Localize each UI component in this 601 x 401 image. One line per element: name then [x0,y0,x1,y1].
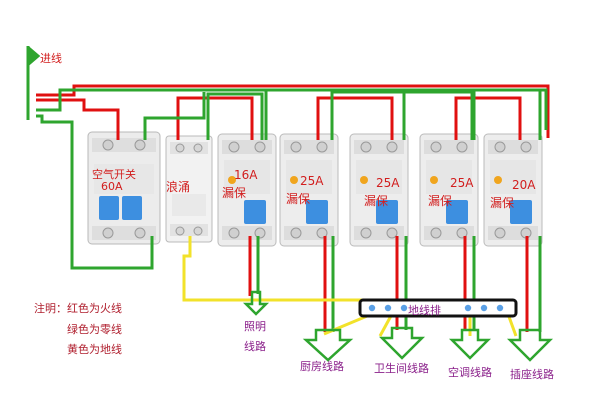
leakage-breaker-4 [419,133,479,247]
terminal-screw [360,227,372,239]
legend-yellow: 黄色为地线 [67,343,122,356]
kitchen-circuit-label: 厨房线路 [300,360,344,373]
terminal-screw [430,141,442,153]
breaker-part [306,200,328,224]
socket-circuit-label: 插座线路 [510,368,554,381]
breaker-rating: 16A [234,168,258,182]
legend-heading: 注明：红色为火线 [34,302,122,315]
breaker-part [510,200,532,224]
breaker-part [244,200,266,224]
breaker-rating: 25A [376,176,400,190]
breaker-rating: 25A [300,174,324,188]
terminal-screw [494,141,506,153]
breaker-type: 漏保 [286,192,311,206]
leakage-breaker-1 [217,133,277,247]
legend-green: 绿色为零线 [67,323,122,336]
lighting-circuit-line1: 照明 [244,320,266,333]
main-switch-name: 空气开关 [92,168,136,181]
kitchen-arrow-icon [302,328,354,362]
terminal-screw [360,176,368,184]
main-switch-rating: 60A [101,180,123,193]
breaker-part [446,200,468,224]
surge-protector-label: 浪涌 [166,180,191,194]
output-arrows [242,290,554,362]
terminal-screw [456,227,468,239]
breaker-rating: 20A [512,178,536,192]
breaker-type: 漏保 [364,194,389,208]
terminal-screw [494,176,502,184]
terminal-screw [430,227,442,239]
breaker-type: 漏保 [490,196,515,210]
lighting-arrow-icon [242,290,270,316]
bathroom-circuit-label: 卫生间线路 [374,362,429,375]
terminal-screw [520,141,532,153]
breaker-rating: 25A [450,176,474,190]
lighting-circuit-line2: 线路 [244,340,266,353]
input-arrow-icon [26,46,41,120]
terminal-screw [254,227,266,239]
ground-bar-label: 地线排 [408,304,441,317]
breaker-type: 漏保 [222,186,247,200]
aircon-arrow-icon [448,328,492,360]
leakage-breakers [217,133,543,247]
terminal-screw [316,141,328,153]
terminal-screw [290,176,298,184]
terminal-screw [228,227,240,239]
terminal-screw [430,176,438,184]
bathroom-arrow-icon [378,326,426,360]
terminal-screw [386,227,398,239]
aircon-circuit-label: 空调线路 [448,366,492,379]
socket-arrow-icon [506,328,554,362]
terminal-screw [456,141,468,153]
leakage-breaker-3 [349,133,409,247]
breaker-part [376,200,398,224]
leakage-breaker-5 [483,133,543,247]
surge-protector [165,135,213,243]
terminal-screw [228,176,236,184]
terminal-screw [290,141,302,153]
leakage-breaker-2 [279,133,339,247]
input-label: 进线 [40,52,62,65]
terminal-screw [494,227,506,239]
terminal-screw [386,141,398,153]
main-air-switch [87,131,161,245]
terminal-screw [360,141,372,153]
terminal-screw [290,227,302,239]
terminal-screw [254,141,266,153]
terminal-screw [316,227,328,239]
terminal-screw [228,141,240,153]
ground-bar [358,298,518,318]
breaker-type: 漏保 [428,194,453,208]
